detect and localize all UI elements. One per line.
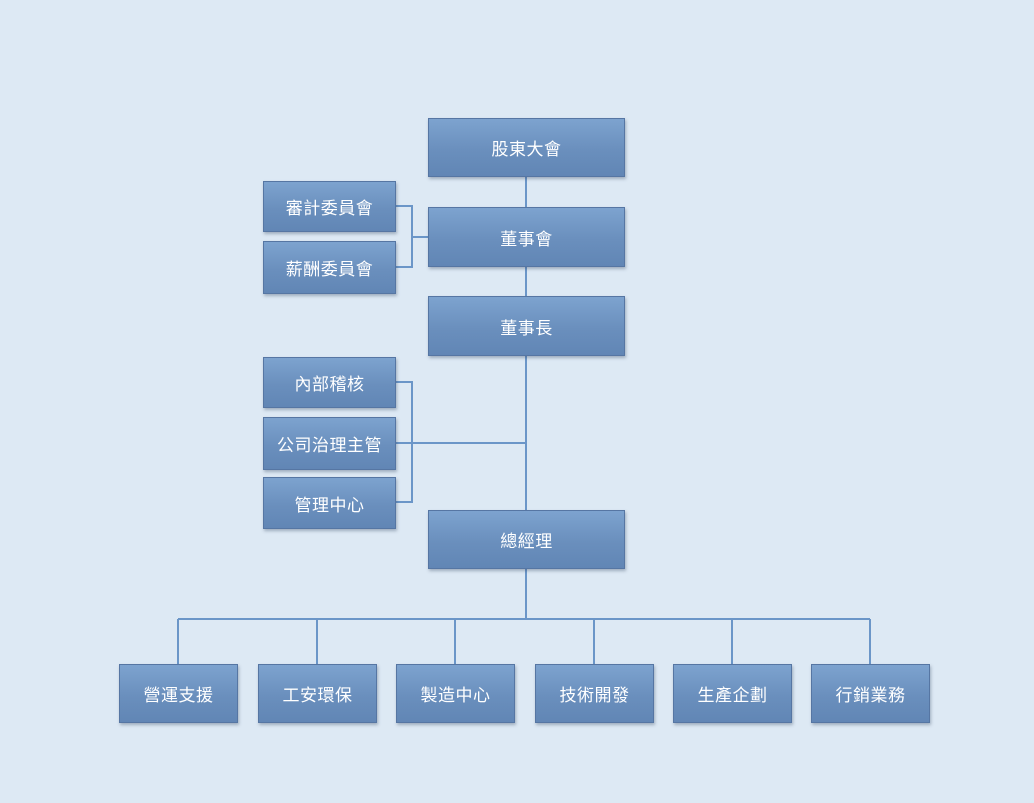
connector-committees-bracket [396, 205, 413, 268]
node-department: 製造中心 [396, 664, 515, 723]
node-compensation-committee: 薪酬委員會 [263, 241, 396, 294]
node-internal-audit: 內部稽核 [263, 357, 396, 408]
node-audit-committee: 審計委員會 [263, 181, 396, 232]
node-department: 技術開發 [535, 664, 654, 723]
node-department: 生產企劃 [673, 664, 792, 723]
node-governance-officer: 公司治理主管 [263, 417, 396, 470]
node-general-manager: 總經理 [428, 510, 625, 569]
node-management-center: 管理中心 [263, 477, 396, 529]
node-department: 營運支援 [119, 664, 238, 723]
node-shareholders: 股東大會 [428, 118, 625, 177]
node-department: 工安環保 [258, 664, 377, 723]
node-chairman: 董事長 [428, 296, 625, 356]
node-board: 董事會 [428, 207, 625, 267]
node-department: 行銷業務 [811, 664, 930, 723]
